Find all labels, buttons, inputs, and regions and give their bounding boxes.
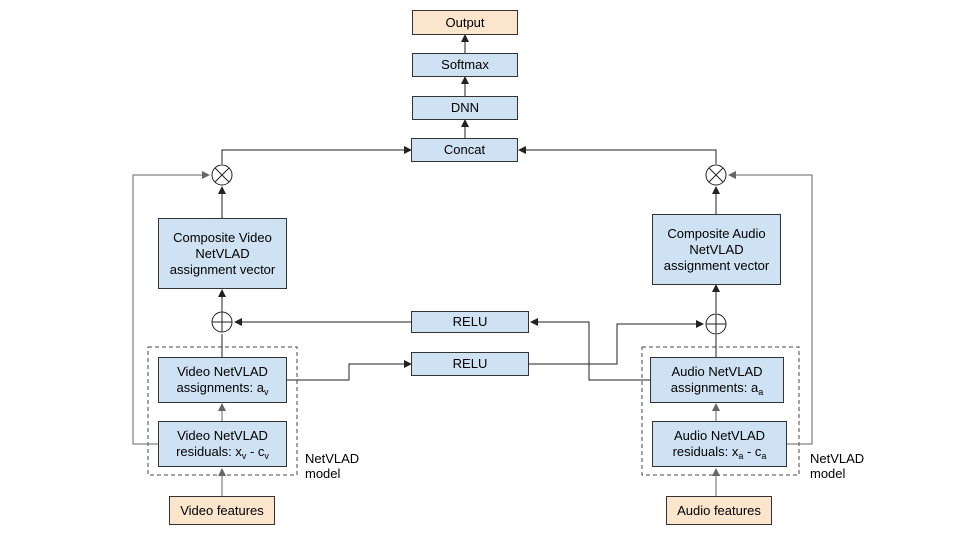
video-assignments-sub: v — [263, 387, 269, 397]
audio-assignments-node: Audio NetVLAD assignments: aa — [650, 357, 784, 403]
video-add-node — [211, 311, 233, 333]
composite-audio-line1: Composite Audio — [667, 225, 766, 241]
arrow-audio-resid-bypass — [728, 171, 813, 445]
composite-audio-line3: assignment vector — [663, 257, 770, 273]
output-node: Output — [412, 10, 518, 35]
audio-add-node — [705, 313, 727, 335]
output-label: Output — [445, 14, 485, 30]
audio-model-label-line1: NetVLAD — [810, 451, 865, 466]
video-model-label-line2: model — [305, 466, 341, 481]
audio-residuals-line2a: residuals: x — [672, 444, 739, 459]
video-multiply-node — [211, 164, 233, 186]
video-features-label: Video features — [180, 502, 264, 518]
audio-features-label: Audio features — [677, 502, 761, 518]
dnn-node: DNN — [412, 96, 518, 120]
arrow-video-assign-relu-bottom — [287, 360, 412, 381]
relu-bottom-node: RELU — [411, 352, 529, 376]
audio-assignments-line2: assignments: a — [670, 380, 759, 395]
concat-label: Concat — [443, 142, 486, 157]
audio-assignments-sub: a — [758, 387, 764, 397]
dnn-label: DNN — [450, 100, 480, 115]
audio-model-label: NetVLAD model — [810, 451, 864, 481]
video-residuals-sub-a: v — [241, 451, 247, 461]
relu-top-node: RELU — [411, 311, 529, 333]
arrow-video-resid-bypass — [132, 171, 210, 445]
audio-assignments-line1: Audio NetVLAD — [671, 364, 763, 379]
video-assignments-line1: Video NetVLAD — [177, 364, 268, 379]
arrow-relu-bottom-audio-plus — [529, 320, 704, 365]
video-residuals-node: Video NetVLAD residuals: xv - cv — [158, 421, 287, 467]
video-residuals-line2b: - c — [246, 444, 265, 459]
composite-video-line1: Composite Video — [173, 229, 272, 245]
relu-top-label: RELU — [452, 314, 488, 329]
composite-audio-node: Composite Audio NetVLAD assignment vecto… — [652, 214, 781, 285]
video-model-label-line1: NetVLAD — [305, 451, 360, 466]
audio-residuals-line1: Audio NetVLAD — [673, 428, 766, 443]
audio-residuals-sub-a: a — [738, 451, 744, 461]
video-residuals-sub-b: v — [264, 451, 269, 461]
video-residuals-line1: Video NetVLAD — [177, 428, 268, 443]
audio-multiply-node — [705, 164, 727, 186]
composite-video-node: Composite Video NetVLAD assignment vecto… — [158, 218, 287, 289]
composite-video-line2: NetVLAD — [195, 245, 250, 261]
concat-node: Concat — [411, 138, 518, 162]
video-assignments-line2: assignments: a — [176, 380, 264, 395]
audio-residuals-sub-b: a — [761, 451, 767, 461]
audio-features-node: Audio features — [666, 496, 772, 525]
audio-residuals-node: Audio NetVLAD residuals: xa - ca — [652, 421, 787, 467]
arrow-audio-multiply-concat — [518, 146, 717, 164]
arrow-video-multiply-concat — [221, 146, 412, 164]
audio-residuals-line2b: - c — [743, 444, 762, 459]
video-residuals-line2a: residuals: x — [176, 444, 242, 459]
relu-bottom-label: RELU — [452, 356, 488, 371]
composite-video-line3: assignment vector — [169, 261, 276, 277]
softmax-label: Softmax — [441, 57, 489, 72]
composite-audio-line2: NetVLAD — [689, 241, 744, 257]
video-model-label: NetVLAD model — [305, 451, 359, 481]
video-features-node: Video features — [169, 496, 275, 525]
video-assignments-node: Video NetVLAD assignments: av — [158, 357, 287, 403]
audio-netvlad-model-group — [641, 346, 800, 476]
audio-model-label-line2: model — [810, 466, 846, 481]
softmax-node: Softmax — [412, 53, 518, 77]
arrow-audio-assign-relu-top — [530, 318, 650, 381]
